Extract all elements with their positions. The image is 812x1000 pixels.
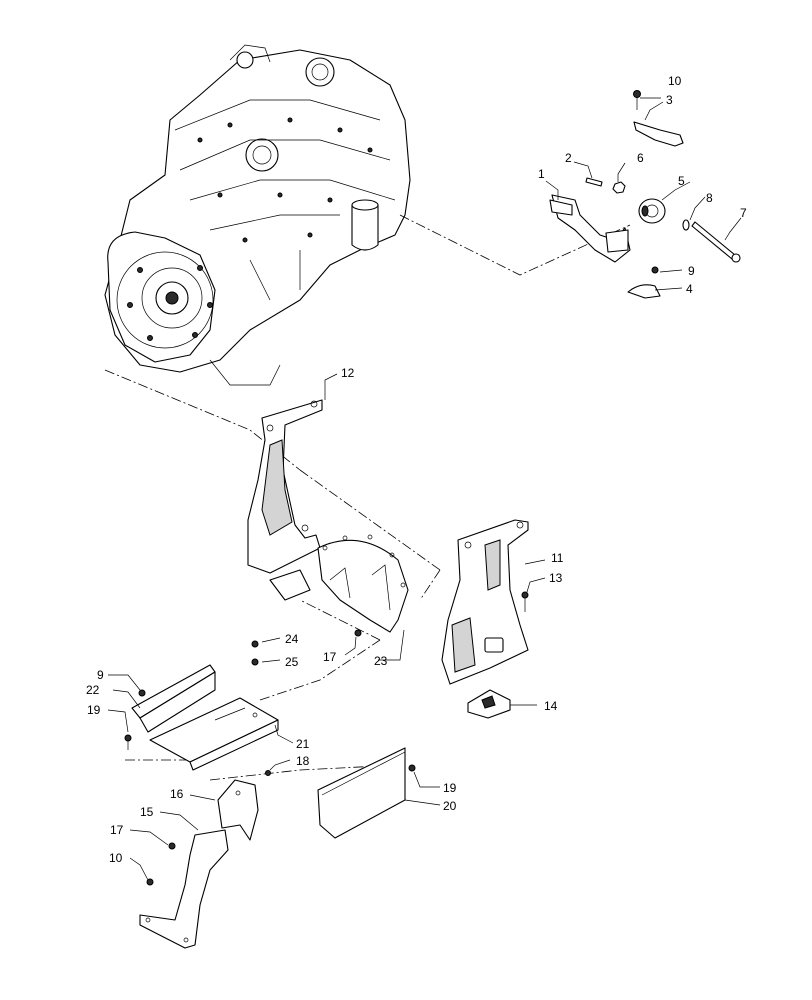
callout-24: 24 xyxy=(285,632,299,646)
callout-17-mid: 17 xyxy=(323,650,337,664)
callout-6: 6 xyxy=(637,151,644,165)
callout-14: 14 xyxy=(544,699,558,713)
callout-20: 20 xyxy=(443,799,457,813)
callout-18: 18 xyxy=(296,754,310,768)
engine-assembly xyxy=(104,44,411,386)
callout-3: 3 xyxy=(666,93,673,107)
callout-2: 2 xyxy=(565,151,572,165)
callout-25: 25 xyxy=(285,655,299,669)
part-15-bracket xyxy=(139,829,229,949)
part-11-support xyxy=(441,519,529,685)
engine-fasteners xyxy=(197,117,373,243)
callout-1: 1 xyxy=(538,167,545,181)
callout-5: 5 xyxy=(678,174,685,188)
callout-7: 7 xyxy=(740,206,747,220)
callout-9-top: 9 xyxy=(688,264,695,278)
callout-10-low: 10 xyxy=(109,851,123,865)
leader-lines xyxy=(107,97,742,881)
rear-mount-bracket xyxy=(549,90,741,299)
callout-17-low: 17 xyxy=(110,823,124,837)
callout-13: 13 xyxy=(549,571,563,585)
cover-holes xyxy=(322,534,406,588)
callout-8: 8 xyxy=(706,191,713,205)
callout-19-right: 19 xyxy=(443,781,457,795)
callout-15: 15 xyxy=(140,805,154,819)
callout-12: 12 xyxy=(341,366,355,380)
callout-21: 21 xyxy=(296,737,310,751)
callout-16: 16 xyxy=(170,787,184,801)
callout-23: 23 xyxy=(374,654,388,668)
part-16-bracket xyxy=(217,779,259,841)
part-14-block xyxy=(467,689,511,719)
fasteners xyxy=(124,591,529,886)
part-22-shield xyxy=(131,664,216,733)
callout-11: 11 xyxy=(551,551,564,565)
part-21-plate xyxy=(149,697,279,771)
part-12-support xyxy=(247,399,323,601)
callout-labels: 1 2 3 4 5 6 7 8 9 10 11 12 13 14 15 16 1… xyxy=(86,74,747,865)
callout-4: 4 xyxy=(686,282,693,296)
part-23-cover xyxy=(317,534,409,633)
flywheel-bolts xyxy=(127,265,213,341)
callout-9-left: 9 xyxy=(97,668,104,682)
callout-22: 22 xyxy=(86,683,100,697)
callout-19-left: 19 xyxy=(87,703,101,717)
callout-10-top: 10 xyxy=(668,74,682,88)
part-20-shield xyxy=(317,747,406,839)
